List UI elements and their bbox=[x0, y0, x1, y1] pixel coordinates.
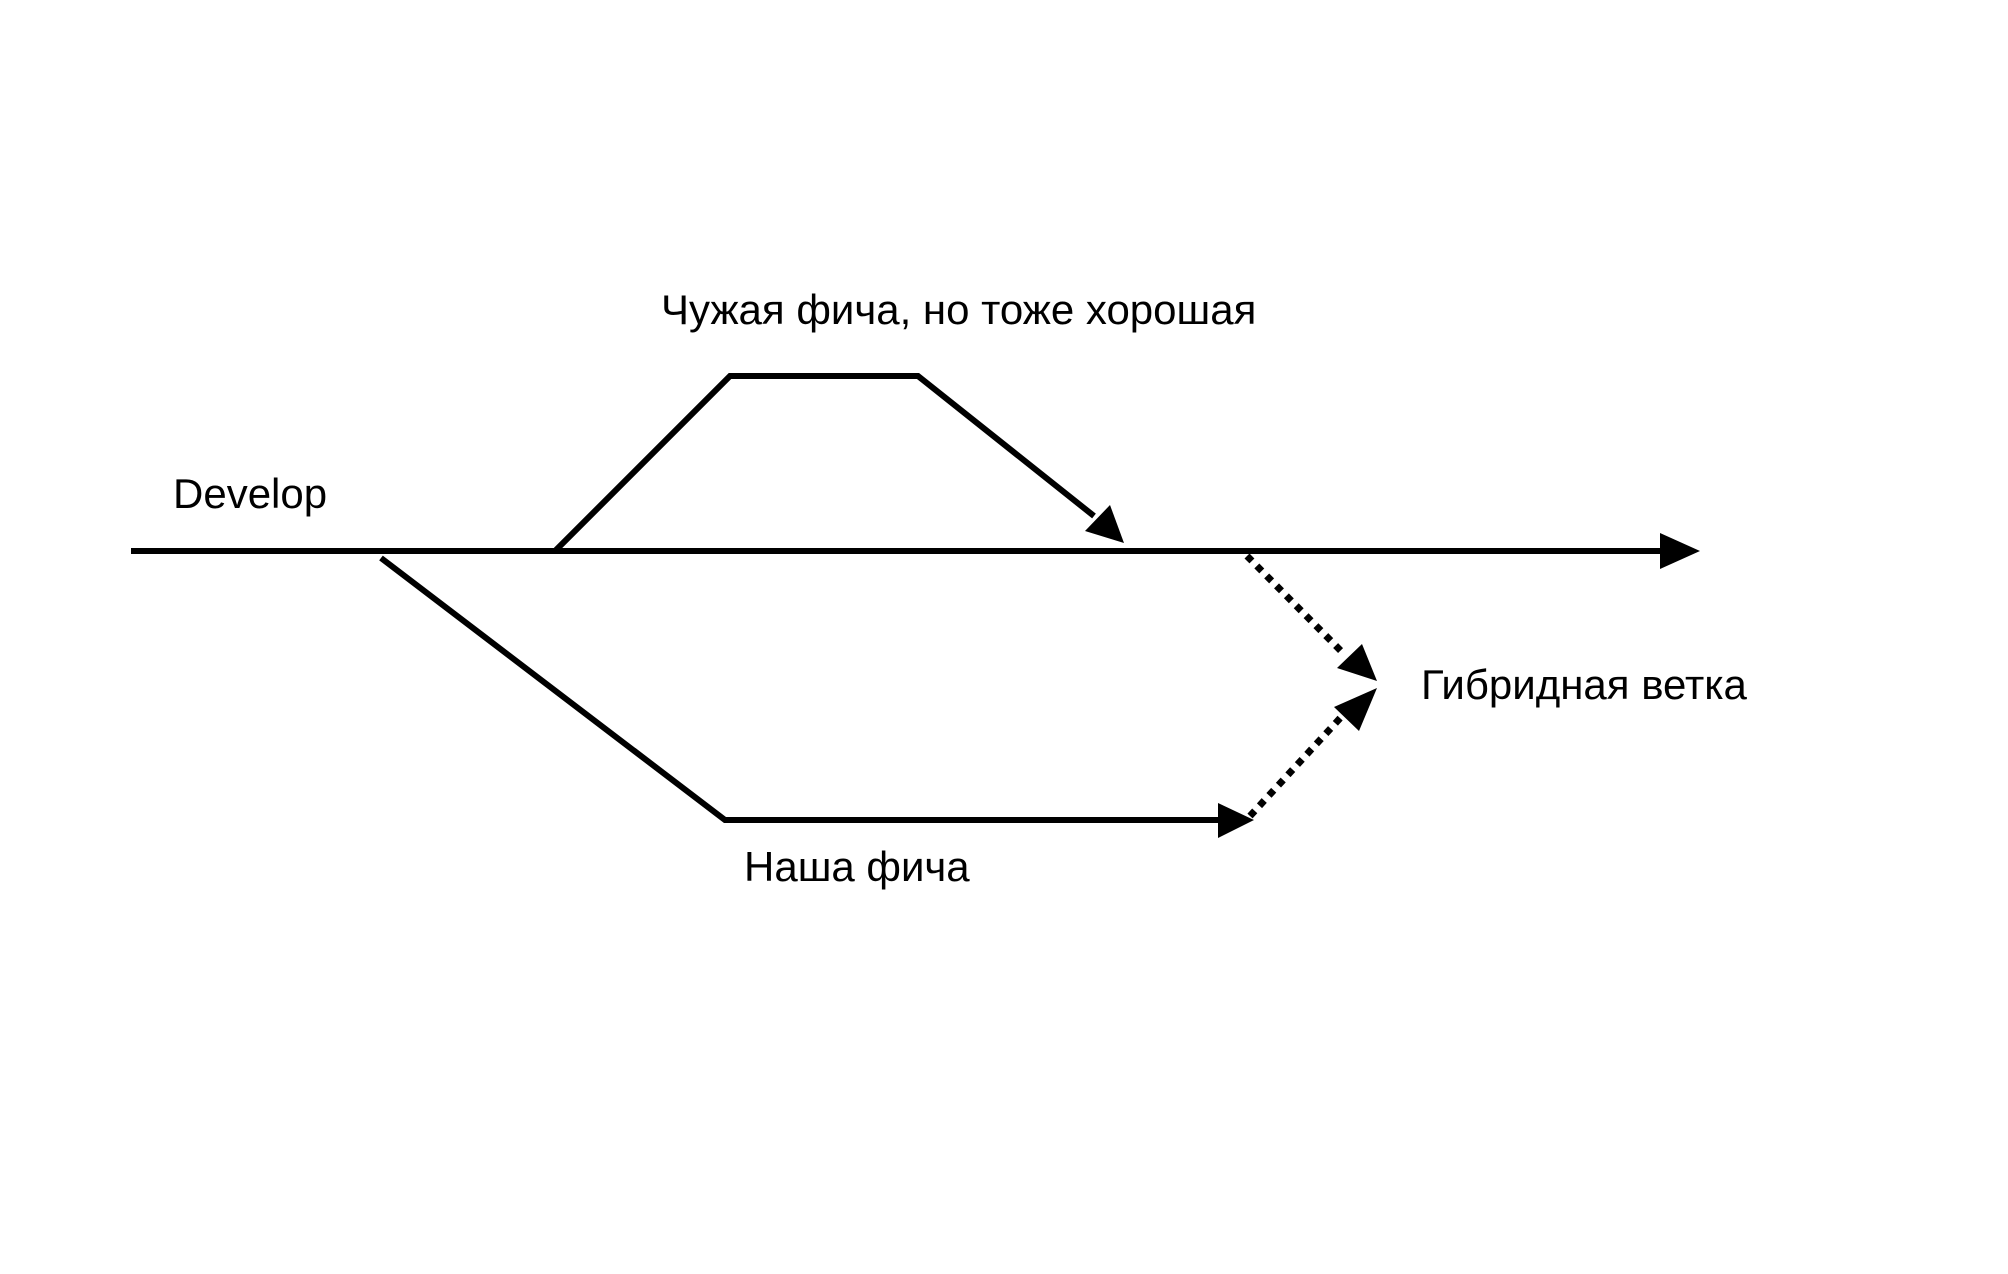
our-feature-path bbox=[379, 555, 1218, 823]
our-feature-branch bbox=[379, 555, 1254, 838]
foreign-feature-label: Чужая фича, но тоже хорошая bbox=[661, 286, 1256, 333]
foreign-feature-branch bbox=[553, 373, 1124, 553]
develop-to-hybrid-arrowhead bbox=[1337, 644, 1377, 681]
ourfeature-to-hybrid-arrowhead bbox=[1334, 688, 1377, 731]
foreign-feature-path bbox=[553, 373, 1096, 553]
our-feature-label: Наша фича bbox=[744, 843, 970, 890]
our-feature-arrowhead bbox=[1218, 803, 1254, 838]
develop-to-hybrid-dotted bbox=[1244, 553, 1347, 657]
hybrid-merge bbox=[1244, 553, 1377, 819]
ourfeature-to-hybrid-dotted bbox=[1247, 712, 1346, 819]
develop-label: Develop bbox=[173, 470, 327, 517]
develop-branch bbox=[131, 533, 1700, 569]
hybrid-branch-label: Гибридная ветка bbox=[1421, 661, 1748, 708]
develop-arrowhead bbox=[1660, 533, 1700, 569]
foreign-feature-arrowhead bbox=[1085, 505, 1124, 543]
